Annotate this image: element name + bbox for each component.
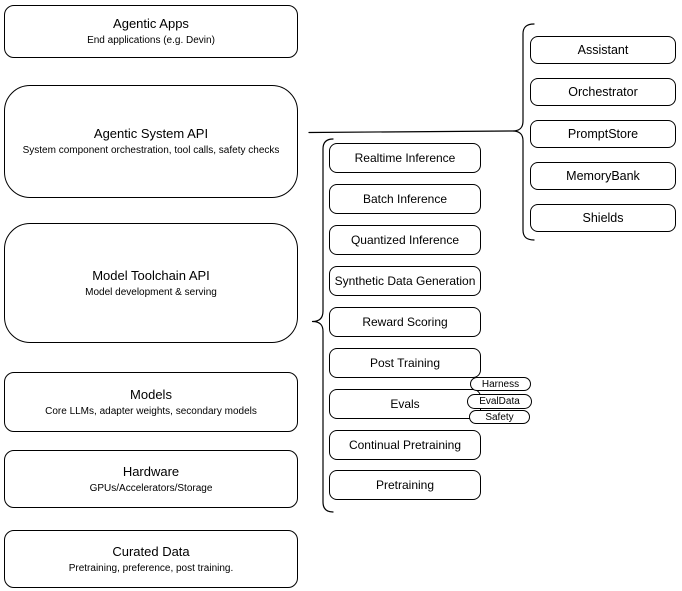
node-label: Shields xyxy=(582,211,624,225)
node-label: Assistant xyxy=(577,43,629,57)
node-label: Continual Pretraining xyxy=(348,438,462,452)
node-subtitle: GPUs/Accelerators/Storage xyxy=(89,482,213,494)
node-reward-scoring: Reward Scoring xyxy=(329,307,481,337)
node-label: Batch Inference xyxy=(362,192,448,206)
node-post-training: Post Training xyxy=(329,348,481,378)
node-models: Models Core LLMs, adapter weights, secon… xyxy=(4,372,298,432)
badge-safety: Safety xyxy=(469,410,530,424)
node-title: Model Toolchain API xyxy=(92,267,210,283)
node-subtitle: End applications (e.g. Devin) xyxy=(87,35,215,46)
node-title: Agentic System API xyxy=(93,126,209,141)
node-synthetic-data-generation: Synthetic Data Generation xyxy=(329,266,481,296)
node-shields: Shields xyxy=(530,204,676,232)
badge-evaldata: EvalData xyxy=(467,394,532,409)
node-promptstore: PromptStore xyxy=(530,120,676,148)
node-label: Reward Scoring xyxy=(362,315,448,329)
node-label: Synthetic Data Generation xyxy=(334,274,476,288)
node-continual-pretraining: Continual Pretraining xyxy=(329,430,481,460)
node-curated-data: Curated Data Pretraining, preference, po… xyxy=(4,530,298,588)
node-pretraining: Pretraining xyxy=(329,470,481,500)
node-orchestrator: Orchestrator xyxy=(530,78,676,106)
node-label: Pretraining xyxy=(375,478,435,492)
node-agentic-apps: Agentic Apps End applications (e.g. Devi… xyxy=(4,5,298,58)
node-label: Evals xyxy=(390,397,420,411)
badge-label: EvalData xyxy=(479,396,520,407)
node-subtitle: Pretraining, preference, post training. xyxy=(68,562,234,574)
node-title: Curated Data xyxy=(112,543,190,559)
badge-harness: Harness xyxy=(470,377,531,391)
connector-system-api-to-components xyxy=(308,130,513,134)
node-subtitle: System component orchestration, tool cal… xyxy=(22,145,280,156)
node-realtime-inference: Realtime Inference xyxy=(329,143,481,173)
badge-label: Safety xyxy=(485,411,514,423)
node-hardware: Hardware GPUs/Accelerators/Storage xyxy=(4,450,298,508)
node-title: Agentic Apps xyxy=(113,16,189,31)
node-subtitle: Model development & serving xyxy=(85,286,217,298)
node-label: Orchestrator xyxy=(568,85,638,99)
node-label: Post Training xyxy=(369,356,441,370)
brace-toolchain xyxy=(311,138,334,513)
node-label: MemoryBank xyxy=(566,169,640,183)
node-evals: Evals xyxy=(329,389,481,419)
node-agentic-system-api: Agentic System API System component orch… xyxy=(4,85,298,198)
node-model-toolchain-api: Model Toolchain API Model development & … xyxy=(4,223,298,343)
node-title: Models xyxy=(130,386,172,402)
node-label: PromptStore xyxy=(567,127,639,141)
node-memorybank: MemoryBank xyxy=(530,162,676,190)
node-label: Realtime Inference xyxy=(354,151,456,165)
badge-label: Harness xyxy=(481,378,520,390)
node-quantized-inference: Quantized Inference xyxy=(329,225,481,255)
node-label: Quantized Inference xyxy=(350,233,460,247)
node-batch-inference: Batch Inference xyxy=(329,184,481,214)
brace-system-components xyxy=(511,23,535,241)
node-subtitle: Core LLMs, adapter weights, secondary mo… xyxy=(45,405,257,417)
node-title: Hardware xyxy=(122,463,180,479)
node-assistant: Assistant xyxy=(530,36,676,64)
